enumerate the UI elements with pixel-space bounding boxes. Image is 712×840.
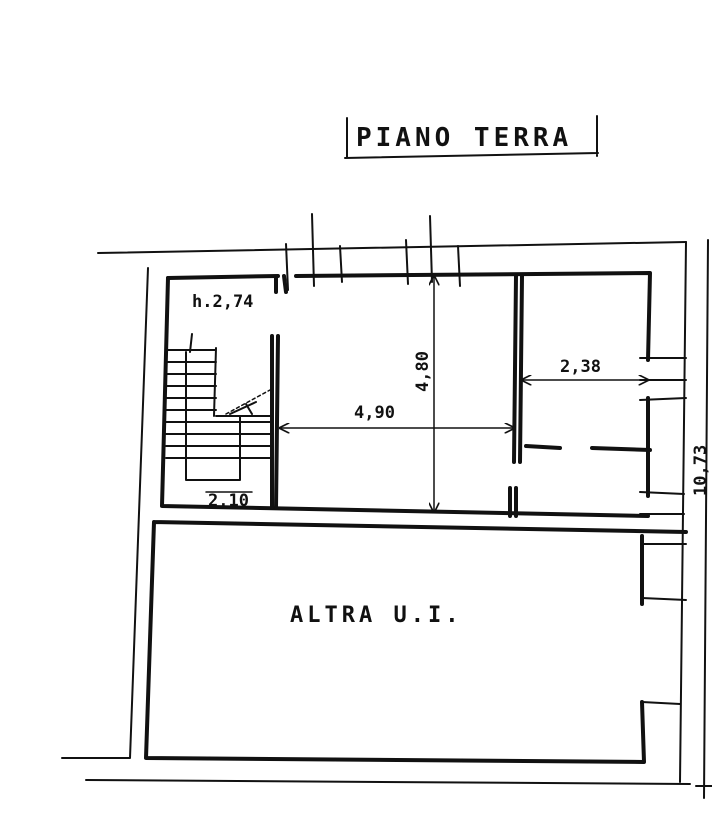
- height-note: h.2,74: [192, 292, 253, 312]
- total-depth: 10,73: [691, 445, 711, 496]
- adjacent-unit-outline: [144, 520, 688, 764]
- stair-arrow: [229, 401, 257, 415]
- stair-direction: [225, 389, 271, 415]
- top-wall-jamb: [274, 274, 288, 294]
- right-outer-line: [679, 241, 687, 783]
- door-opening: [524, 444, 652, 452]
- page-title: PIANO TERRA: [356, 123, 572, 153]
- title-block: PIANO TERRA: [344, 115, 599, 159]
- title-frame: [344, 115, 599, 159]
- dimension-lines: 4,90 4,80 2,38 10,73: [280, 276, 711, 512]
- bottom-outer-line: [85, 779, 691, 785]
- stair-width-dimension: 2,10: [208, 491, 249, 511]
- main-room-depth: 4,80: [413, 351, 433, 392]
- main-room-width: 4,90: [354, 403, 395, 423]
- top-wall-right: [294, 271, 652, 362]
- partition-stub: [508, 486, 518, 518]
- right-room-width: 2,38: [560, 357, 601, 377]
- adjacent-unit-window-ticks: [641, 543, 687, 705]
- top-wall-left: [166, 274, 280, 280]
- window-ticks: [285, 213, 461, 291]
- right-partition: [512, 274, 524, 464]
- left-outer-line: [61, 267, 149, 759]
- stair-treads: [163, 333, 273, 481]
- top-outer-line: [97, 241, 687, 254]
- adjacent-unit-label: ALTRA U.I.: [290, 603, 462, 628]
- adjacent-unit: ALTRA U.I.: [144, 520, 688, 764]
- outer-walls: [61, 239, 712, 799]
- dimension-line-right: [695, 239, 712, 799]
- staircase: h.2,74 2,10: [163, 292, 273, 511]
- right-window-ticks: [639, 357, 687, 515]
